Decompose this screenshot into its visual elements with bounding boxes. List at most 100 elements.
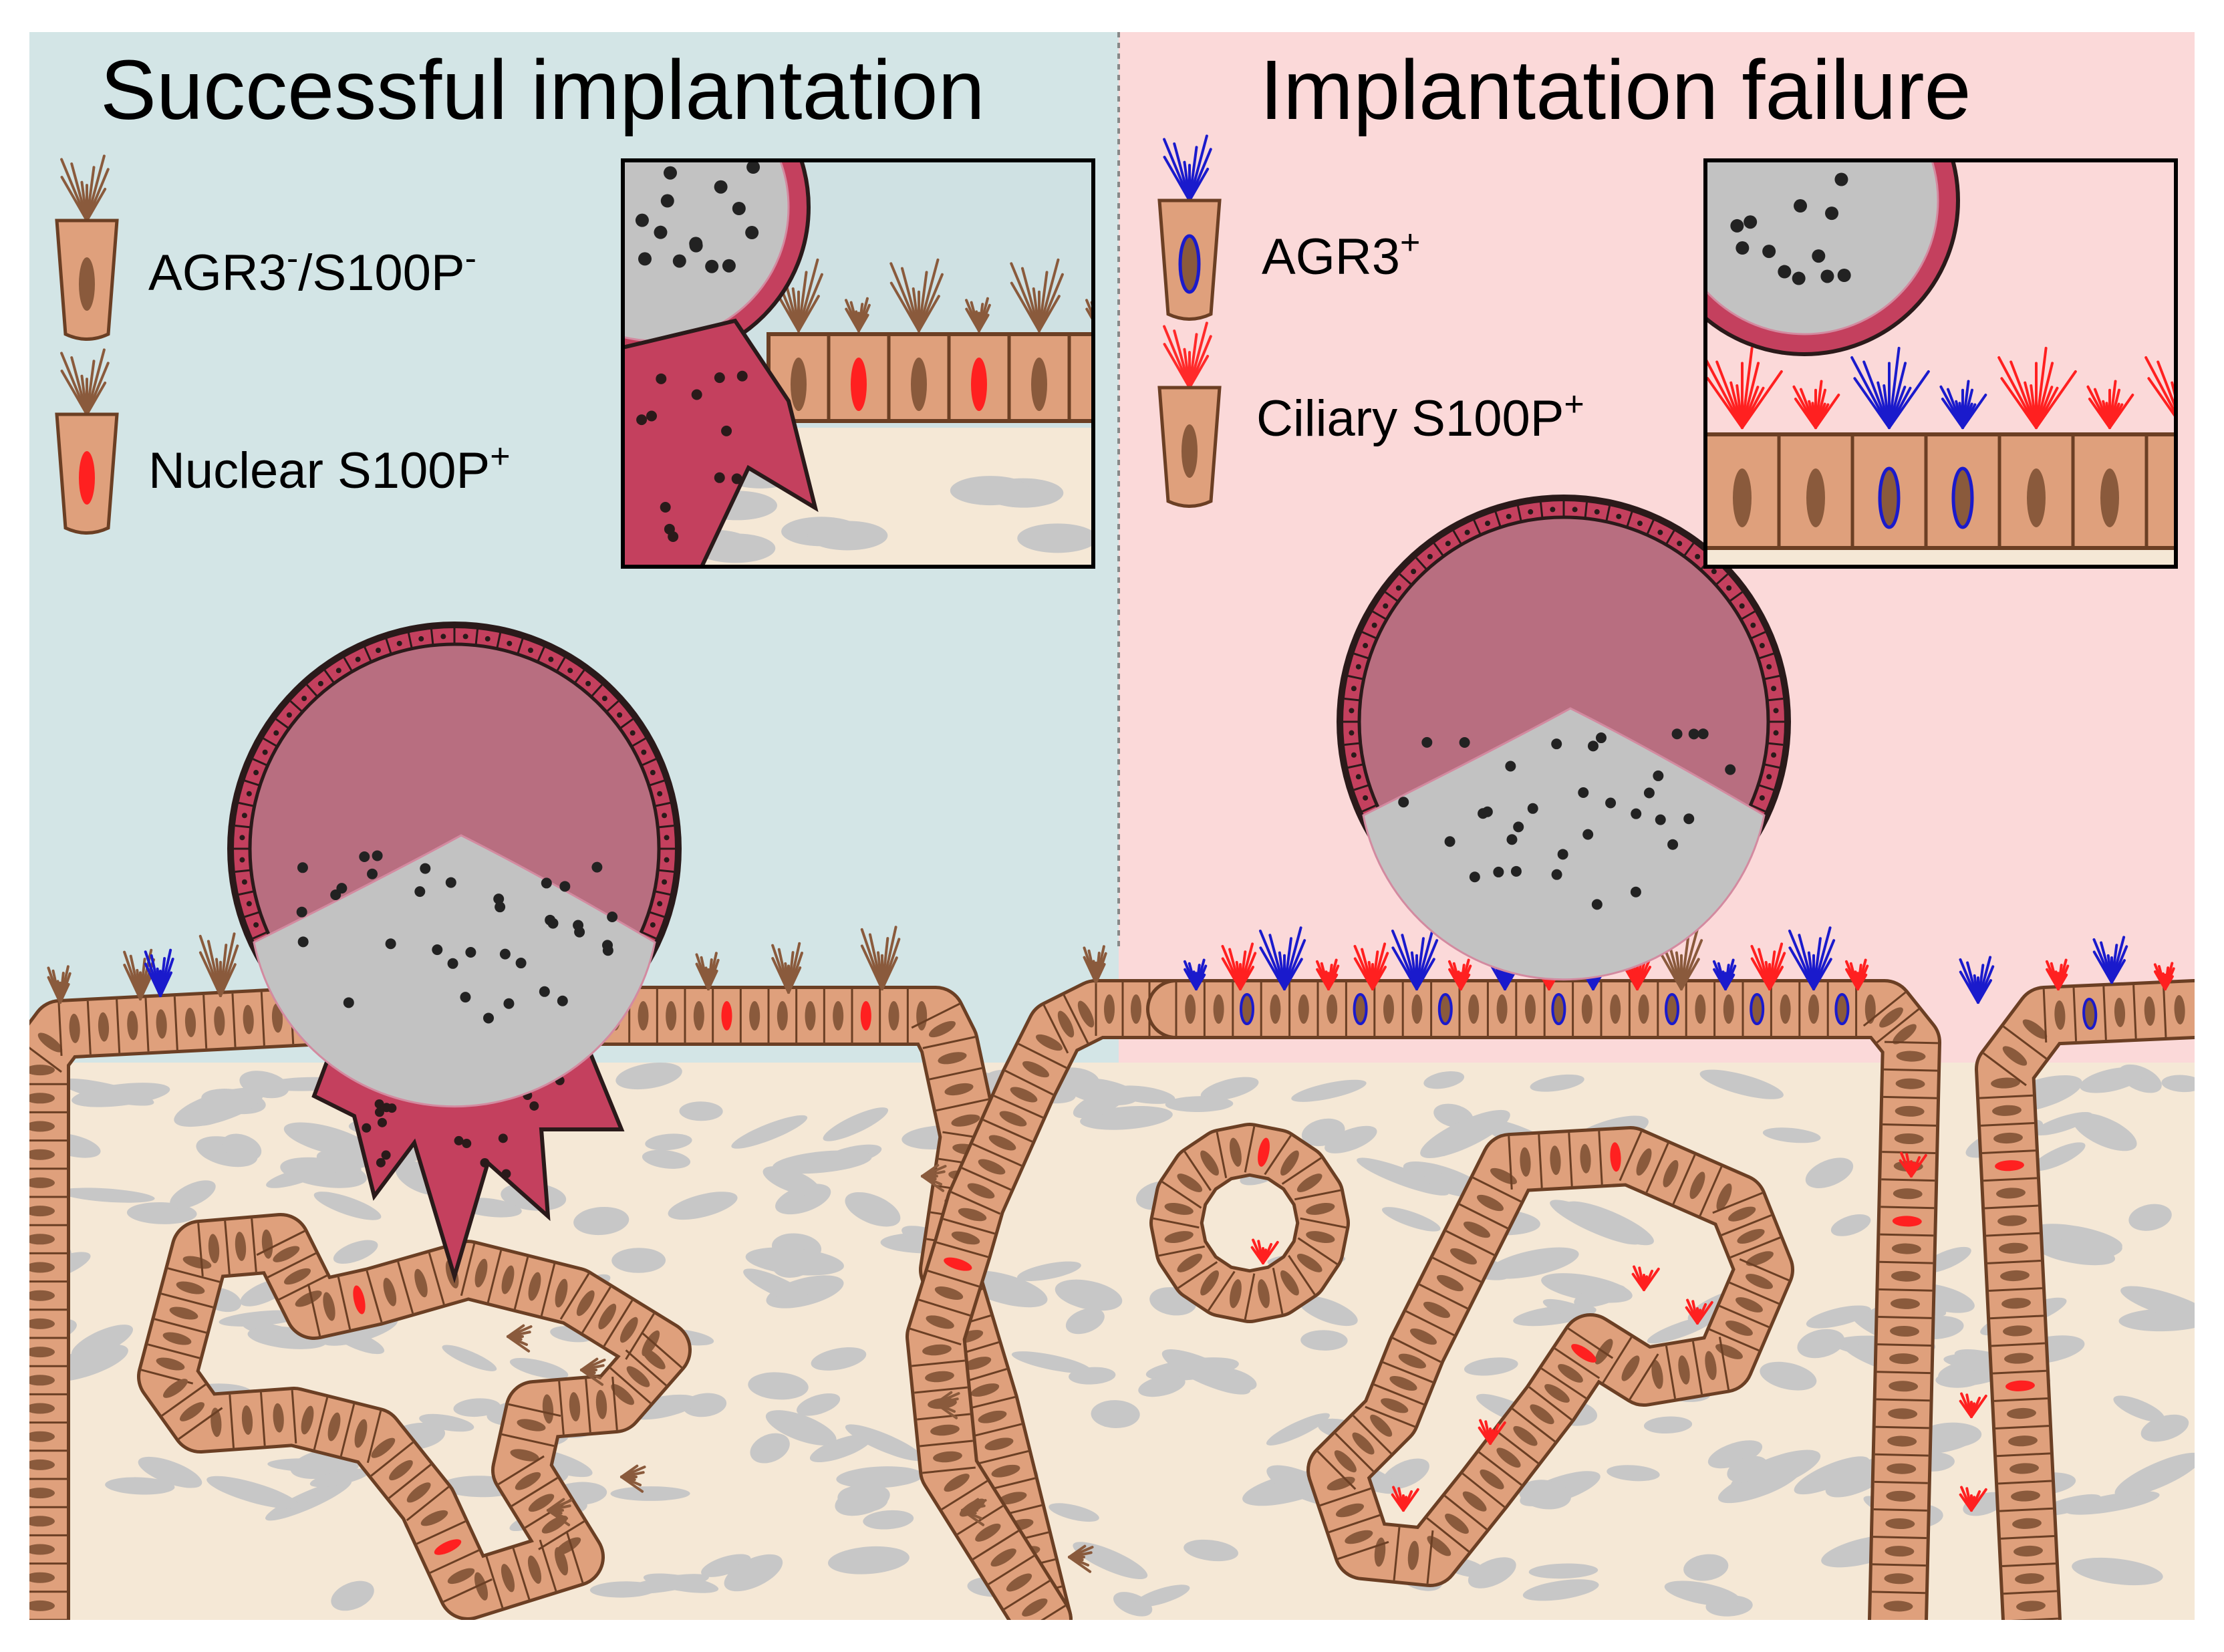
stromal-cell: [1528, 1563, 1598, 1579]
nucleus: [69, 1013, 80, 1043]
legend-cell-ciliary-s100p: [1157, 321, 1222, 508]
stromal-cell: [1011, 1351, 1091, 1373]
stromal-cell: [1762, 1127, 1821, 1143]
cell-border: [231, 993, 237, 1047]
cilia-tuft: [1631, 1265, 1660, 1291]
te-nucleus: [650, 770, 656, 776]
trophoblast-nucleus: [529, 1101, 539, 1111]
stromal-cell: [645, 1133, 692, 1151]
stromal-cell: [1266, 1413, 1330, 1446]
nucleus: [156, 1009, 167, 1039]
nucleus: [29, 1093, 55, 1104]
nucleus: [1885, 1518, 1915, 1530]
cilia-tuft: [47, 965, 72, 1004]
stromal-cell: [331, 1328, 385, 1355]
te-nucleus: [1506, 513, 1512, 519]
nucleus: [1445, 1513, 1469, 1534]
cilium: [934, 1402, 958, 1419]
stromal-cell: [221, 1133, 262, 1161]
cell-border: [1352, 1415, 1392, 1455]
te-border: [235, 869, 251, 873]
cilia-tuft: [2153, 962, 2175, 990]
stromal-cell: [1300, 1330, 1348, 1351]
te-border: [605, 700, 619, 713]
icm-nucleus: [1527, 803, 1538, 814]
cilium: [59, 982, 70, 1004]
nucleus: [273, 1403, 284, 1433]
cilium: [1095, 962, 1106, 984]
nucleus: [29, 1206, 55, 1217]
cilia-tuft: [1258, 926, 1306, 990]
stromal-cell: [762, 1166, 820, 1196]
nucleus: [29, 1544, 55, 1555]
cilia-tuft: [1478, 1419, 1506, 1445]
te-border: [517, 638, 524, 655]
cell-border: [260, 992, 265, 1046]
cell-border: [29, 1047, 62, 1073]
nucleus: [447, 1568, 475, 1585]
stromal-cell: [265, 1479, 352, 1521]
te-nucleus: [527, 648, 533, 654]
cilia-tuft: [580, 1357, 606, 1386]
cell-border: [1432, 1256, 1482, 1283]
nucleus: [1893, 1024, 1917, 1045]
nucleus: [1735, 1297, 1763, 1313]
cell-border: [1003, 1580, 1051, 1611]
cell-border: [1335, 1432, 1375, 1472]
cilium: [978, 313, 990, 332]
te-nucleus: [1351, 752, 1357, 758]
cell-border: [1444, 1495, 1488, 1530]
cilia-tuft: [1068, 1544, 1094, 1573]
icm-nucleus: [1482, 806, 1493, 817]
te-nucleus: [1349, 708, 1355, 714]
cell-border: [508, 1403, 561, 1417]
te-border: [244, 911, 261, 918]
nucleus: [934, 1286, 964, 1300]
icm-nucleus: [591, 861, 603, 873]
stromal-cell: [797, 1393, 841, 1416]
cell-border: [2003, 1590, 2058, 1595]
te-nucleus: [641, 749, 647, 755]
te-border: [1605, 505, 1611, 522]
stromal-cell: [1161, 1349, 1251, 1395]
cilium: [1812, 926, 1832, 990]
nucleus: [29, 1403, 55, 1414]
cell-border: [1883, 1123, 1937, 1127]
icm-nucleus: [1655, 814, 1666, 825]
cilia-tuft: [934, 1391, 960, 1419]
te-nucleus: [1766, 664, 1772, 670]
te-nucleus: [246, 791, 252, 797]
stromal-cell: [2128, 1204, 2172, 1231]
nucleus: [962, 1357, 992, 1370]
stromal-cell: [642, 1149, 691, 1169]
cell-border: [1872, 1536, 1927, 1539]
cell-border: [1538, 1134, 1543, 1188]
te-border: [1764, 674, 1780, 680]
icm-nucleus: [1510, 865, 1522, 877]
nucleus: [1993, 1132, 2023, 1144]
cilium: [86, 187, 107, 222]
nucleus: [2009, 1463, 2039, 1474]
nucleus-red: [1892, 1216, 1922, 1227]
te-nucleus: [567, 668, 573, 674]
stromal-cell: [1184, 1539, 1238, 1562]
icm-nucleus: [420, 863, 431, 874]
stromal-cell: [1664, 1580, 1741, 1607]
te-border: [1683, 543, 1695, 557]
trophoblast-nucleus: [731, 473, 742, 485]
nucleus: [1806, 468, 1825, 527]
nucleus: [1992, 1105, 2022, 1116]
te-border: [1353, 784, 1370, 791]
stromal-cell: [1200, 1077, 1259, 1101]
nucleus: [2022, 1019, 2048, 1039]
te-border: [640, 931, 657, 940]
nucleus: [1889, 1353, 1919, 1365]
nucleus: [1893, 1188, 1923, 1200]
trophoblast-nucleus: [374, 1107, 384, 1117]
cell-border: [603, 1300, 634, 1347]
nucleus: [951, 1114, 980, 1127]
nucleus: [2100, 468, 2119, 527]
te-nucleus: [301, 696, 307, 702]
icm-nucleus: [1469, 871, 1480, 883]
nucleus: [1746, 1274, 1773, 1289]
